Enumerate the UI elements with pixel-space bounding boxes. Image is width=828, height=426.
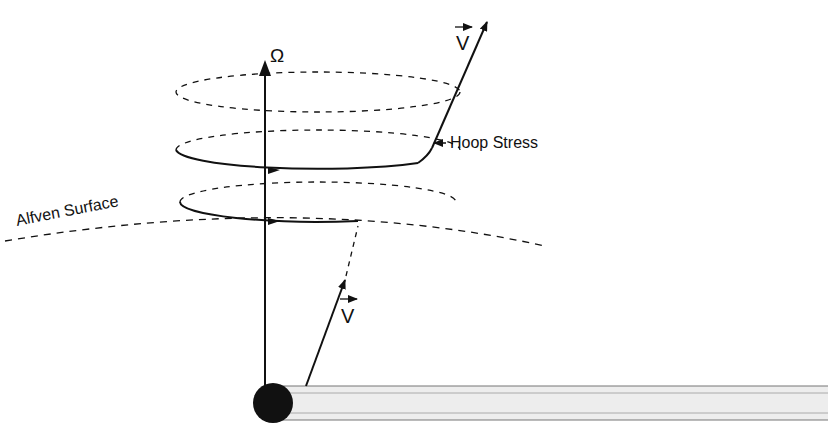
helix-front [418, 148, 432, 163]
disk-edge [272, 385, 828, 386]
disk-edge [272, 413, 828, 414]
disk-edge [272, 419, 828, 420]
hoop-stress-arrow [434, 142, 446, 144]
helix-loop [176, 72, 460, 112]
helix-arrow [268, 167, 280, 174]
axis-label: Ω [270, 46, 284, 67]
velocity-arrow [432, 22, 487, 148]
surface-label: Alfven Surface [14, 192, 120, 229]
helix-front [176, 150, 418, 169]
vector-sign [340, 298, 357, 299]
disk-edge [272, 393, 828, 394]
stress-label: Hoop Stress [450, 134, 538, 152]
vector-sign [455, 26, 472, 27]
vector-label: V [456, 32, 469, 54]
black-hole [253, 383, 293, 423]
velocity-arrow [306, 280, 345, 386]
accretion-disk [272, 386, 828, 420]
alfven-surface [5, 218, 545, 246]
helix-back [176, 130, 460, 150]
vector-label: V [341, 305, 354, 327]
rotation-axis [264, 74, 266, 392]
helix-arrow [268, 218, 280, 225]
velocity-path [346, 226, 358, 276]
helix-back [180, 182, 456, 202]
